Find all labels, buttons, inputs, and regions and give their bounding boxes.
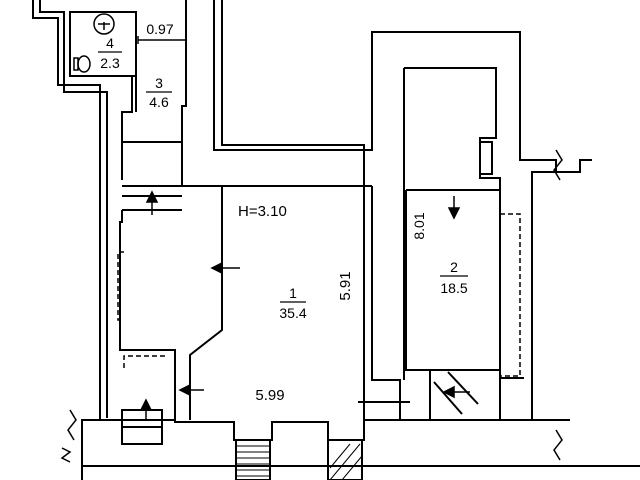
room2-door-niche <box>479 141 493 175</box>
room1-lower-niche <box>123 355 168 368</box>
upper-outline <box>213 0 557 420</box>
arrow-room1-lower <box>178 383 191 397</box>
room1-area: 35.4 <box>279 305 306 321</box>
arrow-corridor <box>145 190 159 203</box>
arrow-room1 <box>210 261 223 275</box>
fraction-bars <box>98 51 468 303</box>
room2-number: 2 <box>450 259 458 275</box>
outer-wall-left <box>32 0 101 480</box>
dashed-niches <box>117 213 521 377</box>
arrow-room2 <box>447 207 461 220</box>
room1-left-wall <box>119 210 176 422</box>
room3-area: 4.6 <box>149 94 169 110</box>
stair-bottom-1 <box>235 439 271 480</box>
room1-diagonal-wall <box>189 186 223 420</box>
entrance-arrows <box>139 190 470 420</box>
stair-bottom-2 <box>327 439 363 480</box>
dimension-room1-depth: 5.91 <box>337 271 354 300</box>
dimension-corridor-width: 0.97 <box>146 21 173 37</box>
bottom-wall <box>100 419 532 441</box>
room3-number: 3 <box>155 75 163 91</box>
break-lines <box>60 149 563 463</box>
arrow-stair-lower <box>139 398 153 411</box>
room2-right-niche <box>500 213 521 377</box>
room1-top-wall <box>181 180 372 187</box>
dimension-room2-depth: 8.01 <box>411 212 427 239</box>
room4-number: 4 <box>106 35 114 51</box>
toilet-fixtures <box>73 13 115 73</box>
room2-boundary <box>405 190 501 420</box>
room2-corner-stair <box>429 370 500 421</box>
room1-right-wall-outer <box>371 186 401 420</box>
room1-left-niche <box>117 251 124 321</box>
room2-corner-diagonal-1 <box>447 371 479 405</box>
room2-corner-diagonal-2 <box>433 381 463 415</box>
upper-outline-inner <box>221 0 365 186</box>
dimension-ticks <box>137 36 187 44</box>
room2-left-wall <box>404 67 501 191</box>
outer-wall-left-inner <box>39 0 108 418</box>
room2-area: 18.5 <box>440 280 467 296</box>
room4-area: 2.3 <box>100 55 120 71</box>
right-exterior <box>556 159 592 173</box>
toilet-icon <box>77 55 91 73</box>
arrow-room2-lower <box>442 385 455 399</box>
stair-treads <box>236 443 363 480</box>
dimension-room1-width: 5.99 <box>255 387 284 404</box>
room1-number: 1 <box>289 285 297 301</box>
ceiling-height-label: H=3.10 <box>238 203 287 220</box>
sink-icon <box>93 13 115 35</box>
corridor-wall-left <box>121 75 136 180</box>
wall-lines <box>32 0 640 480</box>
room2-right-wall <box>499 190 524 379</box>
corridor-wall-right <box>181 0 187 180</box>
